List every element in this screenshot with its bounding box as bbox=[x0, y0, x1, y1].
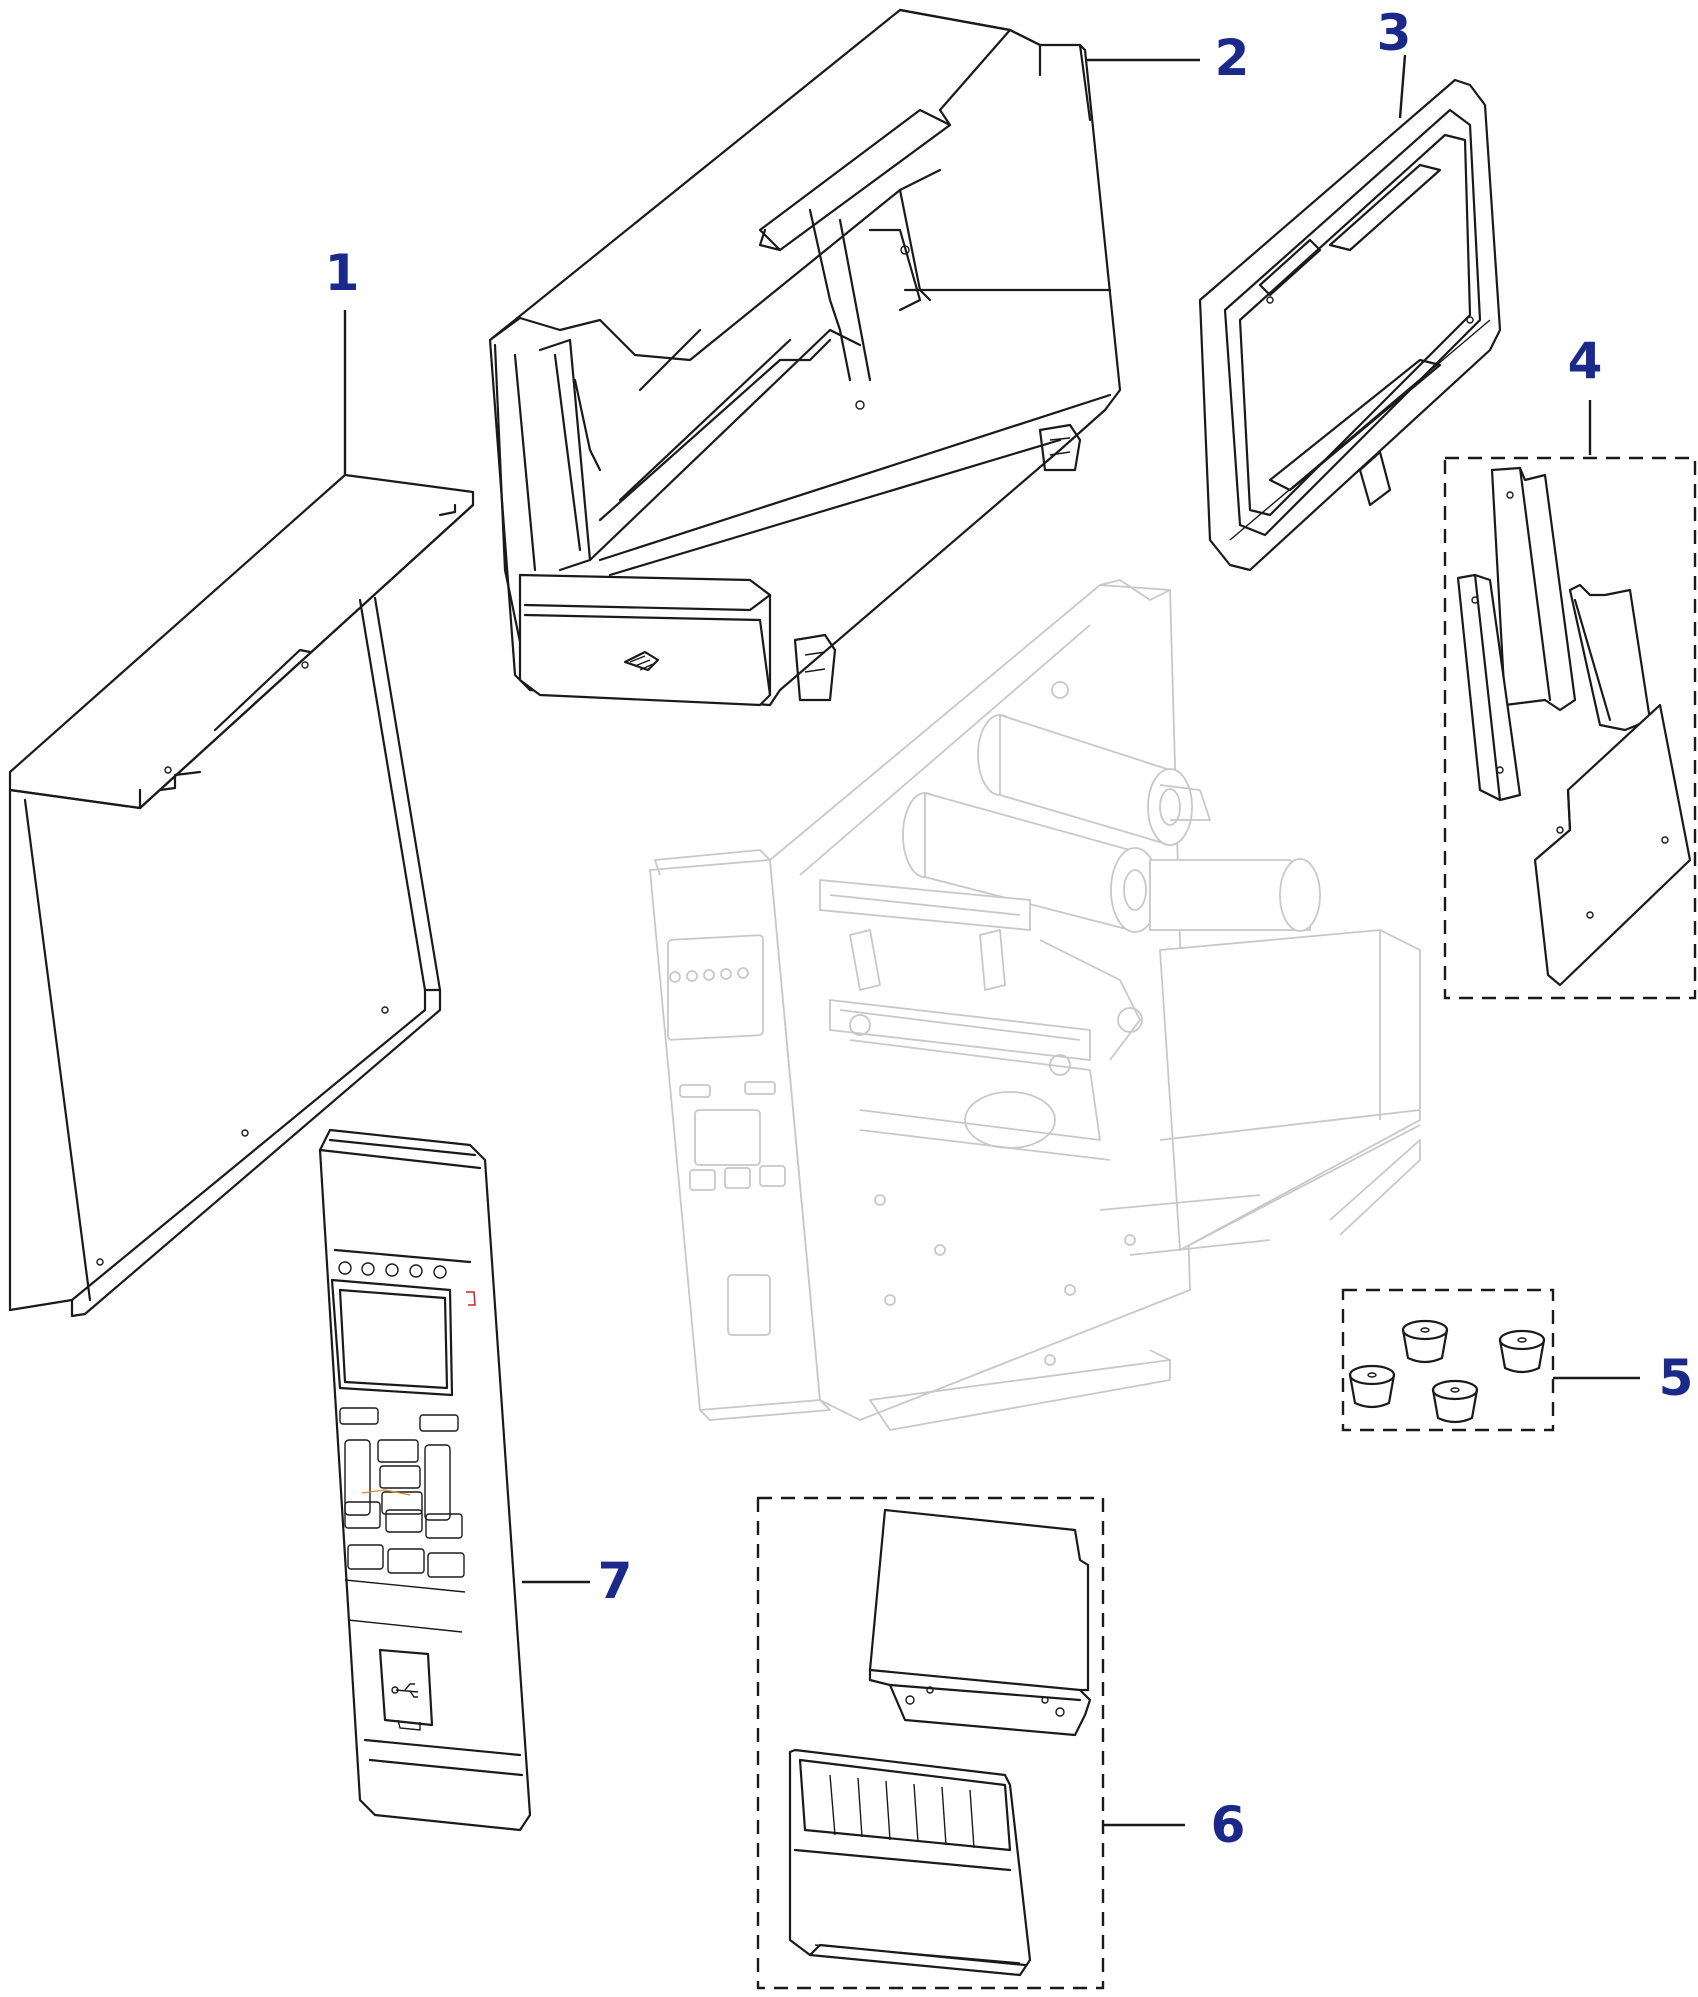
part-5-group-box bbox=[1341, 1288, 1555, 1432]
part-3-window-frame bbox=[1198, 78, 1502, 572]
rubber-foot bbox=[1348, 1364, 1396, 1409]
rubber-foot bbox=[1498, 1329, 1546, 1374]
part-1-side-cover bbox=[8, 473, 475, 1318]
callout-5: 5 bbox=[1659, 1349, 1694, 1407]
part-5-rubber-feet bbox=[1341, 1288, 1555, 1432]
part-2-top-cover bbox=[488, 8, 1122, 707]
rubber-foot bbox=[1401, 1319, 1449, 1364]
callout-labels: 1 2 3 4 5 6 7 bbox=[325, 4, 1694, 1854]
callout-6: 6 bbox=[1211, 1796, 1246, 1854]
usb-icon bbox=[391, 1683, 419, 1698]
part-7-control-panel bbox=[318, 1128, 532, 1832]
callout-2: 2 bbox=[1215, 29, 1250, 87]
callout-7: 7 bbox=[598, 1552, 633, 1610]
part-6-media-guide-kit bbox=[756, 1496, 1105, 1990]
printer-body-ghost bbox=[649, 579, 1421, 1431]
callout-3: 3 bbox=[1377, 4, 1412, 62]
part-4-group-box bbox=[1443, 456, 1697, 1000]
rubber-foot bbox=[1431, 1379, 1479, 1424]
callout-4: 4 bbox=[1568, 332, 1603, 390]
part-4-plate-kit bbox=[1443, 456, 1697, 1000]
callout-1: 1 bbox=[325, 244, 360, 302]
zebra-head-icon bbox=[623, 650, 660, 672]
part-6-group-box bbox=[756, 1496, 1105, 1990]
callout-leaders bbox=[343, 54, 1640, 1827]
